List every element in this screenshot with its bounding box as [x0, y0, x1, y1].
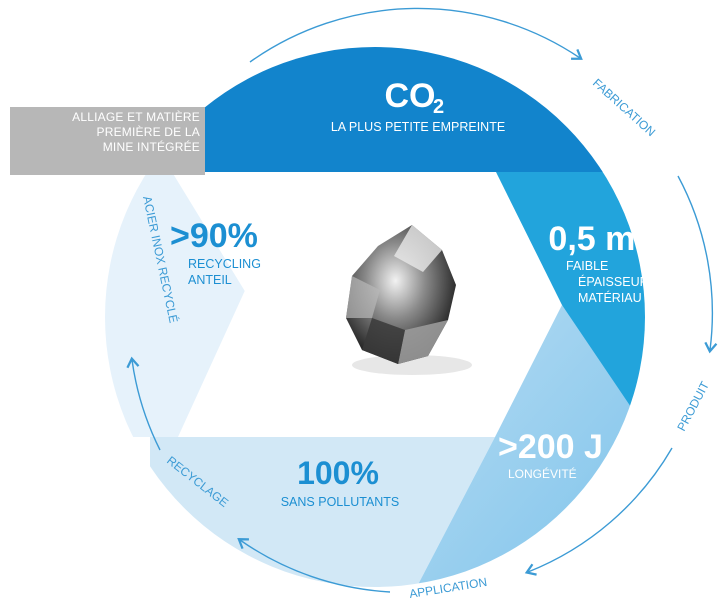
ring-arc-right-lower [524, 447, 673, 576]
integrated-mine-line-2: PREMIÈRE DE LA [96, 125, 200, 139]
integrated-mine-box [10, 107, 205, 175]
longevity-main: >200 J [498, 428, 603, 466]
co2-main: CO [385, 77, 436, 115]
thickness-label-1: FAIBLE [566, 259, 608, 273]
ring-arc-right-upper [677, 175, 718, 354]
thickness-main: 0,5 mm [548, 220, 665, 258]
recycling-label-2: ANTEIL [188, 273, 232, 287]
integrated-mine-label: ALLIAGE ET MATIÈRE PREMIÈRE DE LA MINE I… [10, 110, 200, 155]
longevity-label: LONGÉVITÉ [508, 466, 577, 481]
thickness-label-2: ÉPAISSEUR DU [578, 274, 670, 289]
ring-arc-top [249, 7, 583, 63]
pollutants-label: SANS POLLUTANTS [281, 495, 400, 509]
co2-subscript: 2 [433, 96, 444, 118]
ring-arc-bottom [237, 538, 391, 593]
recycling-label-1: RECYCLING [188, 257, 261, 271]
cycle-label-produit: PRODUIT [674, 379, 712, 434]
pollutants-main: 100% [297, 455, 379, 491]
steel-stone-image [346, 225, 472, 375]
integrated-mine-line-1: ALLIAGE ET MATIÈRE [72, 110, 200, 124]
ring-arc-left [126, 356, 161, 451]
cycle-ring [126, 7, 718, 593]
segment-right [495, 170, 645, 450]
recycling-main: >90% [170, 217, 258, 255]
integrated-mine-line-3: MINE INTÉGRÉE [102, 140, 200, 154]
cycle-label-fabrication: FABRICATION [590, 76, 658, 139]
co2-label: LA PLUS PETITE EMPREINTE [331, 120, 505, 134]
thickness-label-3: MATÉRIAU [578, 290, 642, 305]
